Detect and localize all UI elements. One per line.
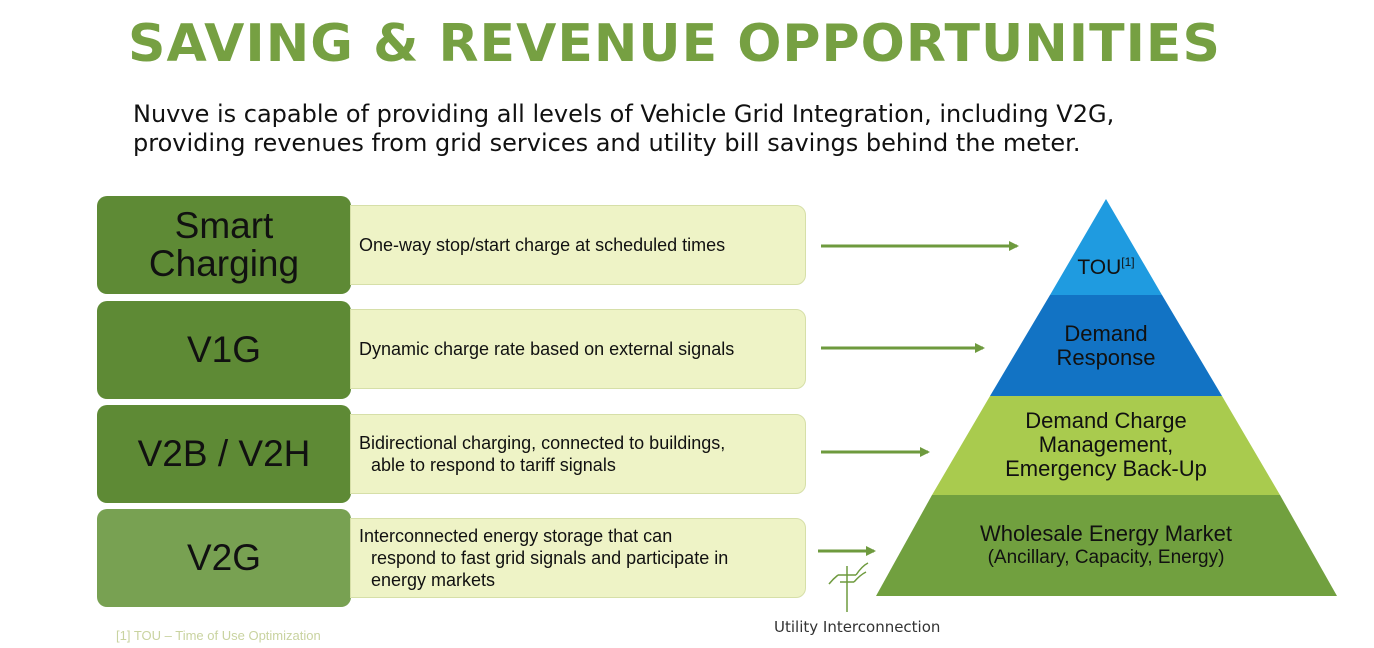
row-desc-line: energy markets (371, 570, 496, 590)
utility-interconnection-label: Utility Interconnection (774, 618, 941, 636)
page-title: SAVING & REVENUE OPPORTUNITIES (128, 14, 1221, 74)
row-desc-line: Dynamic charge rate based on external si… (359, 339, 735, 359)
row-label-line: Smart (174, 205, 274, 246)
tier2-text: Demand Response (1026, 322, 1186, 370)
row-desc-smart-charging: One-way stop/start charge at scheduled t… (350, 205, 806, 285)
tier1-label: TOU (1077, 256, 1122, 279)
tier1-text: TOU[1] (1060, 250, 1152, 280)
row-label-line: V1G (186, 329, 262, 370)
row-label-v2g: V2G (97, 509, 351, 607)
row-label-line: V2G (186, 537, 262, 578)
tier1-superscript: [1] (1121, 255, 1135, 269)
utility-pole-icon (828, 562, 869, 612)
tier4-line-2: (Ancillary, Capacity, Energy) (987, 547, 1225, 568)
row-desc-v2g: Interconnected energy storage that can r… (350, 518, 806, 598)
tier3-line-2: Management, (1038, 432, 1174, 457)
tier2-line-1: Demand (1064, 321, 1148, 346)
row-label-smart-charging: Smart Charging (97, 196, 351, 294)
intro-line-2: providing revenues from grid services an… (133, 129, 1081, 157)
row-desc-v2b-v2h: Bidirectional charging, connected to bui… (350, 414, 806, 494)
intro-line-1: Nuvve is capable of providing all levels… (133, 100, 1115, 128)
row-desc-line: Bidirectional charging, connected to bui… (359, 433, 726, 453)
footnote: [1] TOU – Time of Use Optimization (116, 628, 321, 643)
row-label-v1g: V1G (97, 301, 351, 399)
row-desc-line: respond to fast grid signals and partici… (371, 548, 729, 568)
pyramid-tier-wholesale (876, 495, 1337, 596)
tier4-text: Wholesale Energy Market (Ancillary, Capa… (940, 522, 1272, 570)
tier3-text: Demand Charge Management, Emergency Back… (986, 409, 1226, 481)
tier3-line-3: Emergency Back-Up (1005, 456, 1207, 481)
pyramid-tier-tou (1050, 199, 1162, 295)
tier2-line-2: Response (1056, 345, 1156, 370)
row-desc-line: One-way stop/start charge at scheduled t… (359, 235, 726, 255)
pyramid-tier-demand-response (990, 295, 1222, 396)
pyramid-tier-demand-charge (932, 396, 1280, 495)
row-desc-line: able to respond to tariff signals (371, 455, 616, 475)
tier4-line-1: Wholesale Energy Market (980, 521, 1232, 546)
row-desc-line: Interconnected energy storage that can (359, 526, 673, 546)
row-desc-v1g: Dynamic charge rate based on external si… (350, 309, 806, 389)
row-label-v2b-v2h: V2B / V2H (97, 405, 351, 503)
row-label-line: Charging (148, 243, 300, 284)
row-label-line: V2B / V2H (137, 433, 311, 474)
tier3-line-1: Demand Charge (1025, 408, 1187, 433)
intro-text: Nuvve is capable of providing all levels… (133, 100, 1213, 158)
